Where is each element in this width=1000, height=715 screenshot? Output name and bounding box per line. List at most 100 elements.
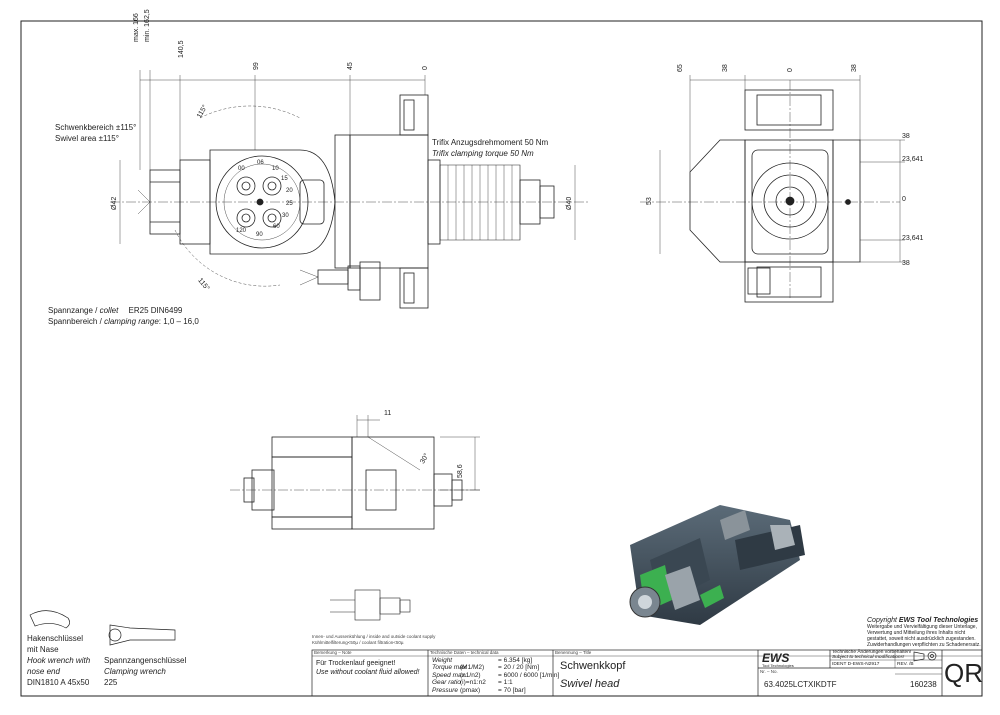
copyright-line: Verwertung und Mitteilung ihres Inhalts … [867, 630, 966, 636]
tech-value: = 6.354 [kg] [498, 657, 533, 664]
name-header: Benennung – Title [555, 650, 592, 655]
swivel-label-de: Schwenkbereich ±115° [55, 123, 137, 132]
dial-00: 00 [238, 166, 245, 172]
tech-value: = 6000 / 6000 [1/min] [498, 671, 560, 679]
copyright-prefix: Copyright [867, 617, 899, 624]
copyright-title: Copyright EWS Tool Technologies [867, 617, 978, 625]
mod-note-de: Technische Änderungen vorbehalten! [832, 650, 912, 655]
front-view [640, 75, 905, 303]
top-view [230, 415, 480, 530]
dim-r53: 53 [646, 197, 653, 205]
tech-value: = 1:1 [498, 679, 513, 687]
dim-r0: 0 [787, 68, 794, 72]
copyright-line: Zuwiderhandlungen verpflichten zu Schade… [867, 642, 981, 648]
tech-table: Weight = 6.354 [kg] Torque max(M1/M2) = 20… [432, 657, 559, 694]
ews-logo-sub: Tool Technologies [762, 663, 794, 668]
dial-10: 10 [272, 166, 279, 172]
tech-sym: (pmax) [460, 686, 481, 694]
dim-d42: Ø42 [111, 196, 118, 210]
tech-label: Pressure [432, 686, 459, 694]
dial-15: 15 [281, 176, 288, 182]
dial-120: 120 [236, 228, 247, 234]
dim-r0b: 0 [902, 196, 906, 203]
collet-spec: ER25 DIN6499 [128, 306, 183, 315]
dim-s11: 11 [384, 410, 392, 417]
name-de: Schwenkkopf [560, 660, 626, 672]
hook-wrench-en1: Hook wrench with [27, 656, 91, 665]
dim-r65: 65 [677, 64, 684, 72]
revision: REV. /B [897, 662, 914, 667]
hook-wrench-spec: DIN1810 A 45x50 [27, 678, 90, 687]
copyright-line: Weitergabe und Vervielfältigung dieser U… [867, 624, 977, 630]
collet-label-en: collet [99, 306, 119, 315]
tech-sym: (i)=n1:n2 [460, 679, 486, 687]
name-en: Swivel head [560, 678, 620, 690]
range-label-de: Spannbereich / [48, 317, 102, 326]
dim-r38d: 38 [902, 260, 910, 267]
dim-r23b: 23,641 [902, 235, 924, 242]
dim-max166: max. 166 [133, 13, 140, 42]
tech-row: Torque max(M1/M2) = 20 / 20 [Nm] [432, 664, 559, 671]
hook-wrench-de1: Hakenschlüssel [27, 634, 84, 643]
dim-r23a: 23,641 [902, 156, 924, 163]
range-value: : 1,0 – 16,0 [158, 317, 199, 326]
dim-140: 140,5 [178, 40, 185, 58]
qr-code: QR [944, 658, 983, 688]
coolant-note-2: Kühlmittelfilterung<50µ / coolant filtra… [312, 640, 404, 645]
tech-value: = 70 [bar] [498, 686, 526, 694]
ident: IDENT D-EWS-N2917 [832, 662, 880, 667]
dim-r38b: 38 [851, 64, 858, 72]
collet-wrench-de: Spannzangenschlüssel [104, 656, 187, 665]
dim-99: 99 [253, 62, 260, 70]
swivel-label-en: Swivel area ±115° [55, 134, 119, 143]
tech-row: Weight = 6.354 [kg] [432, 657, 559, 664]
mod-note-en: Subject to technical modifications! [832, 655, 905, 660]
part-no: 63.4025LCTXIKDTF [764, 680, 837, 689]
dial-20: 20 [286, 188, 293, 194]
tech-label: Speed max. [432, 671, 467, 679]
tech-label: Gear ratio [432, 679, 461, 687]
drawing-no: 160238 [910, 680, 937, 689]
tech-label: Weight [432, 657, 453, 664]
3d-render [629, 505, 805, 625]
coolant-note-1: Innen- und Aussenkühlung / inside and ou… [312, 634, 436, 639]
tech-row: Pressure(pmax) = 70 [bar] [432, 687, 559, 694]
dim-r38c: 38 [902, 133, 910, 140]
hook-wrench-icon [29, 610, 70, 629]
range-label: Spannbereich / clamping range: 1,0 – 16,… [48, 317, 199, 327]
tech-header: Technische Daten – technical data [430, 650, 499, 655]
tech-sym: (M1/M2) [460, 664, 485, 672]
tech-label: Torque max [432, 664, 467, 672]
dim-r38a: 38 [722, 64, 729, 72]
dim-0-left: 0 [422, 66, 429, 70]
dial-60: 60 [273, 224, 280, 230]
copyright-brand: EWS Tool Technologies [898, 617, 979, 624]
dim-min162: min. 162,5 [144, 9, 151, 42]
dial-06: 06 [257, 160, 264, 166]
side-view [110, 70, 590, 309]
range-label-en: clamping range [104, 317, 159, 326]
dim-s58: 58,6 [457, 464, 464, 478]
tech-sym: (n1/n2) [460, 671, 481, 679]
hook-wrench-de2: mit Nase [27, 645, 59, 654]
remark-de: Für Trockenlauf geeignet! [316, 660, 396, 667]
collet-label-de: Spannzange / [48, 306, 98, 315]
hook-wrench-en2: nose end [27, 667, 60, 676]
tech-row: Gear ratio(i)=n1:n2 = 1:1 [432, 679, 559, 686]
remark-en: Use without coolant fluid allowed! [316, 669, 420, 676]
remark-header: Bemerkung – Note [314, 650, 352, 655]
collet-wrench-no: 225 [104, 678, 118, 687]
copyright-line: gestattet, soweit nicht ausdrücklich zug… [867, 636, 976, 642]
dial-90: 90 [256, 232, 263, 238]
dim-d40: Ø40 [566, 196, 573, 210]
ews-logo: EWS [762, 651, 790, 665]
tech-row: Speed max.(n1/n2) = 6000 / 6000 [1/min] [432, 672, 559, 679]
title-block [311, 649, 983, 697]
collet-wrench-en: Clamping wrench [104, 667, 166, 676]
dim-45: 45 [347, 62, 354, 70]
torque-label-en: Trifix clamping torque 50 Nm [432, 149, 534, 158]
collet-label: Spannzange / collet ER25 DIN6499 [48, 306, 182, 316]
tech-value: = 20 / 20 [Nm] [498, 664, 540, 672]
collet-wrench-icon [108, 624, 176, 646]
